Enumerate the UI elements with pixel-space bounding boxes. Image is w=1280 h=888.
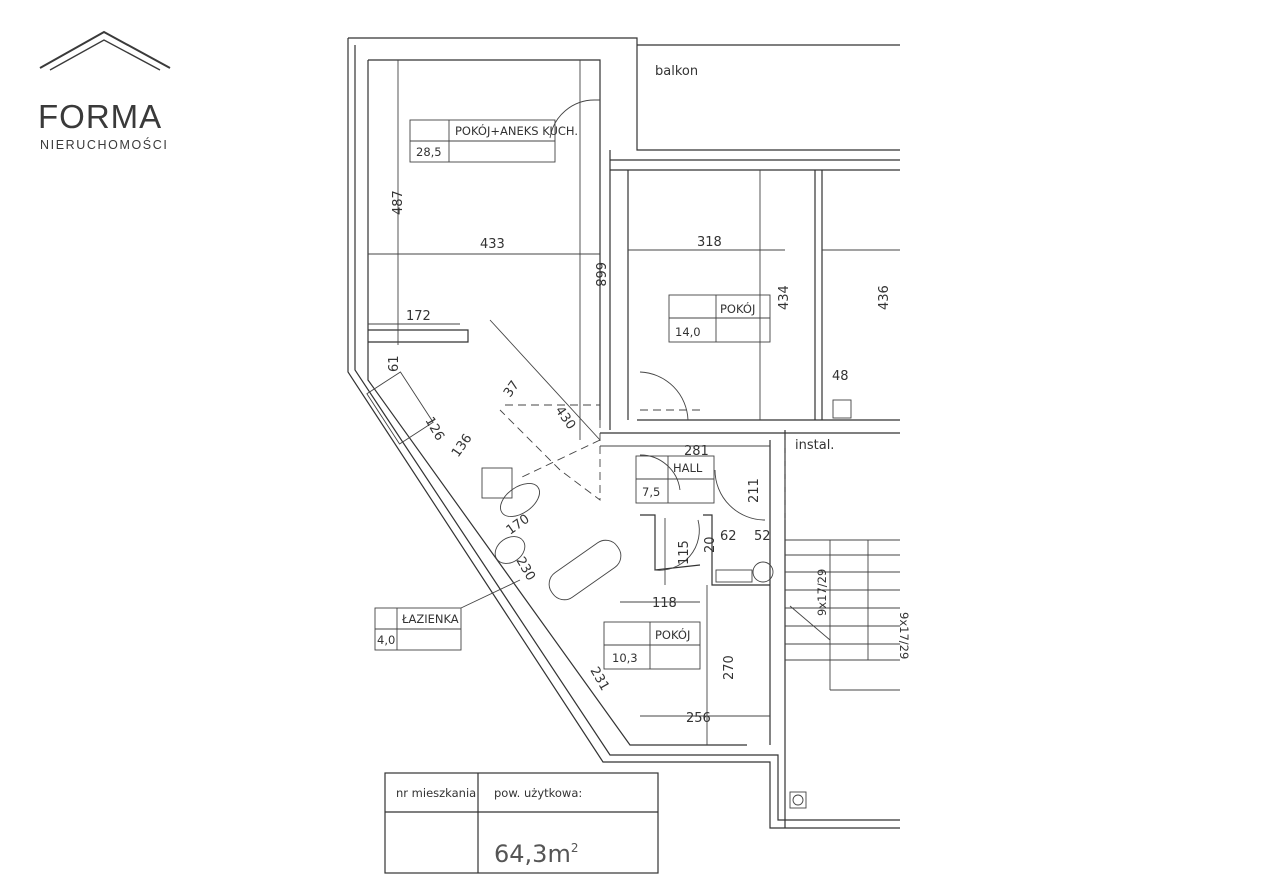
toilet-icon xyxy=(494,536,526,564)
dimension-label: 61 xyxy=(387,355,402,372)
dimension-label: 37 xyxy=(501,378,523,400)
dimension-label: 115 xyxy=(677,540,692,565)
staircase: 9x17/29 9x17/29 xyxy=(785,539,911,691)
dimension-label: 48 xyxy=(832,369,849,384)
dimension-label: 270 xyxy=(722,655,737,680)
stove-icon xyxy=(481,467,513,499)
dimension-label: 170 xyxy=(504,512,533,539)
dimension-label: 281 xyxy=(684,444,709,459)
logo-subtitle: NIERUCHOMOŚCI xyxy=(40,138,169,152)
dimension-label: 172 xyxy=(406,309,431,324)
dimension-label: 126 xyxy=(422,415,447,444)
dimension-label: 487 xyxy=(391,190,406,215)
dimension-label: 62 xyxy=(720,529,737,544)
bathtub-icon xyxy=(548,539,622,601)
roof-icon xyxy=(39,30,171,71)
kitchen-sink-icon xyxy=(366,371,434,445)
company-logo: FORMA NIERUCHOMOŚCI xyxy=(36,30,176,160)
dimension-label: 430 xyxy=(552,404,579,433)
installation-label: instal. xyxy=(795,438,834,453)
svg-text:POKÓJ: POKÓJ xyxy=(655,627,690,642)
svg-text:4,0: 4,0 xyxy=(377,633,395,647)
dimension-label: 136 xyxy=(449,431,476,460)
walls xyxy=(347,37,900,829)
svg-text:14,0: 14,0 xyxy=(675,325,701,339)
svg-text:POKÓJ: POKÓJ xyxy=(720,301,755,316)
balcony-label: balkon xyxy=(655,64,698,79)
dimension-label: 256 xyxy=(686,711,711,726)
dimension-lines xyxy=(368,60,900,745)
svg-text:POKÓJ+ANEKS KUCH.: POKÓJ+ANEKS KUCH. xyxy=(455,123,578,138)
usable-area-value: 64,3m2 xyxy=(494,840,578,868)
dimension-label: 668 xyxy=(592,262,607,287)
svg-text:HALL: HALL xyxy=(673,461,703,475)
room-label-hall: HALL 7,5 xyxy=(635,455,715,504)
dimension-label: 52 xyxy=(754,529,771,544)
room-label-living-kitchen: POKÓJ+ANEKS KUCH. 28,5 xyxy=(409,119,578,163)
dimension-label: 434 xyxy=(777,285,792,310)
dimension-label: 118 xyxy=(652,596,677,611)
svg-text:ŁAZIENKA: ŁAZIENKA xyxy=(401,612,459,626)
dimension-label: 20 xyxy=(703,536,718,553)
svg-text:28,5: 28,5 xyxy=(416,145,442,159)
stairs-label: 9x17/29 xyxy=(815,569,829,616)
apartment-number-label: nr mieszkania xyxy=(396,786,476,800)
svg-text:7,5: 7,5 xyxy=(642,485,660,499)
svg-text:10,3: 10,3 xyxy=(612,651,638,665)
dimension-label: 230 xyxy=(513,555,538,584)
dimension-label: 433 xyxy=(480,237,505,252)
dimension-label: 318 xyxy=(697,235,722,250)
dimension-label: 211 xyxy=(747,478,762,503)
room-label-bathroom: ŁAZIENKA 4,0 xyxy=(374,579,521,651)
usable-area-label: pow. użytkowa: xyxy=(494,786,582,800)
room-label-room-1: POKÓJ 14,0 xyxy=(668,294,771,343)
stairs-label: 9x17/29 xyxy=(897,612,911,659)
sink-icon xyxy=(500,483,540,517)
dimension-label: 436 xyxy=(877,285,892,310)
room-label-room-2: POKÓJ 10,3 xyxy=(603,621,701,670)
logo-name: FORMA xyxy=(38,98,163,135)
summary-table: nr mieszkania pow. użytkowa: 64,3m2 xyxy=(384,772,659,874)
